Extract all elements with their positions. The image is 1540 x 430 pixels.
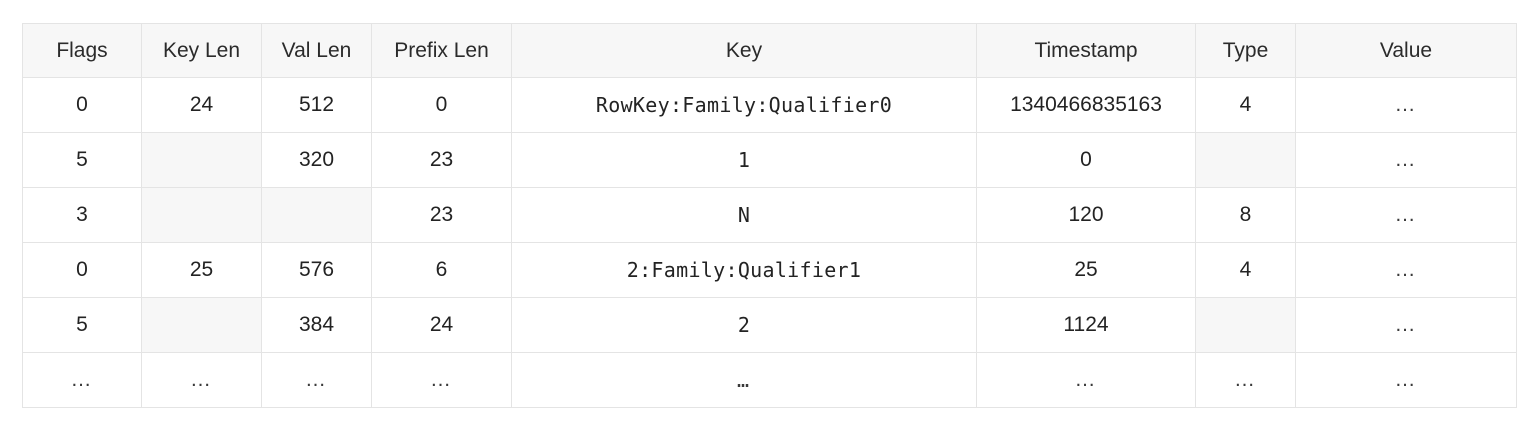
cell-type <box>1195 297 1296 353</box>
cell-value: … <box>1295 187 1517 243</box>
cell-timestamp: 25 <box>976 242 1196 298</box>
cell-flags: … <box>22 352 142 408</box>
cell-prefix_len: … <box>371 352 512 408</box>
cell-key: 2:Family:Qualifier1 <box>511 242 977 298</box>
cell-type: … <box>1195 352 1296 408</box>
cell-prefix_len: 23 <box>371 132 512 188</box>
column-header-flags[interactable]: Flags <box>22 23 142 78</box>
cell-prefix_len: 6 <box>371 242 512 298</box>
cell-type: 4 <box>1195 242 1296 298</box>
cell-val_len: 576 <box>261 242 372 298</box>
cell-val_len: … <box>261 352 372 408</box>
cell-value: … <box>1295 352 1517 408</box>
cell-value: … <box>1295 242 1517 298</box>
cell-prefix_len: 0 <box>371 77 512 133</box>
cell-type: 8 <box>1195 187 1296 243</box>
cell-flags: 5 <box>22 132 142 188</box>
cell-prefix_len: 23 <box>371 187 512 243</box>
cell-prefix_len: 24 <box>371 297 512 353</box>
column-header-key_len[interactable]: Key Len <box>141 23 262 78</box>
cell-timestamp: 1124 <box>976 297 1196 353</box>
cell-key_len <box>141 187 262 243</box>
cell-value: … <box>1295 297 1517 353</box>
cell-timestamp: … <box>976 352 1196 408</box>
cell-val_len: 320 <box>261 132 372 188</box>
cell-flags: 5 <box>22 297 142 353</box>
cell-key_len <box>141 132 262 188</box>
cell-value: … <box>1295 77 1517 133</box>
table-row: …………………… <box>22 352 1517 408</box>
cell-val_len: 512 <box>261 77 372 133</box>
cell-key_len: 24 <box>141 77 262 133</box>
cell-type: 4 <box>1195 77 1296 133</box>
cell-key_len <box>141 297 262 353</box>
cell-key_len: … <box>141 352 262 408</box>
cell-value: … <box>1295 132 1517 188</box>
cell-flags: 0 <box>22 242 142 298</box>
cell-key: N <box>511 187 977 243</box>
column-header-type[interactable]: Type <box>1195 23 1296 78</box>
column-header-prefix_len[interactable]: Prefix Len <box>371 23 512 78</box>
cell-key_len: 25 <box>141 242 262 298</box>
column-header-timestamp[interactable]: Timestamp <box>976 23 1196 78</box>
cell-key: 1 <box>511 132 977 188</box>
cell-val_len: 384 <box>261 297 372 353</box>
cell-type <box>1195 132 1296 188</box>
column-header-value[interactable]: Value <box>1295 23 1517 78</box>
column-header-val_len[interactable]: Val Len <box>261 23 372 78</box>
cell-key: RowKey:Family:Qualifier0 <box>511 77 977 133</box>
cell-flags: 3 <box>22 187 142 243</box>
cell-val_len <box>261 187 372 243</box>
cell-timestamp: 1340466835163 <box>976 77 1196 133</box>
column-header-key[interactable]: Key <box>511 23 977 78</box>
cell-key: … <box>511 352 977 408</box>
cell-timestamp: 120 <box>976 187 1196 243</box>
cell-timestamp: 0 <box>976 132 1196 188</box>
cell-flags: 0 <box>22 77 142 133</box>
cell-key: 2 <box>511 297 977 353</box>
